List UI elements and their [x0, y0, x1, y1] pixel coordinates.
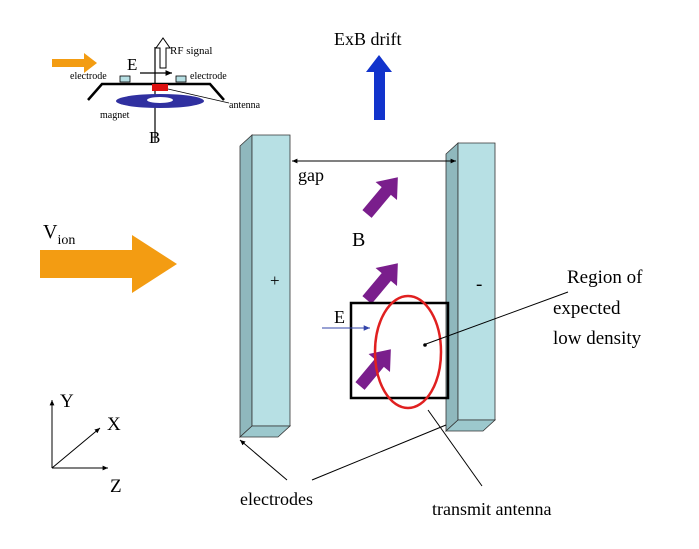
- electrode-left-bottom: [238, 425, 292, 438]
- electrodes-leader-left: [239, 439, 288, 481]
- b-arrow: [362, 177, 398, 218]
- inset-electrode-right: [175, 75, 187, 83]
- x-axis-label: X: [107, 414, 121, 435]
- inset-electrode-left-label: electrode: [70, 71, 107, 82]
- b-arrow: [355, 349, 391, 390]
- region-label-line-3: low density: [553, 328, 642, 349]
- z-axis-label: Z: [110, 476, 122, 497]
- inset-b-label: B: [149, 128, 160, 147]
- inset-antenna-chip: [152, 84, 168, 91]
- coordinate-axes: Y X Z: [49, 391, 122, 497]
- inset-rf-arrow: [155, 37, 171, 69]
- inset-rf-label: RF signal: [170, 45, 212, 57]
- inset-magnet-label: magnet: [100, 110, 130, 121]
- v-ion-label: Vion: [43, 221, 75, 248]
- electrode-left: [238, 134, 292, 438]
- inset-ion-arrow: [52, 53, 97, 73]
- region-leader: [425, 291, 569, 345]
- gap-label: gap: [298, 165, 324, 185]
- x-axis: [51, 427, 101, 469]
- electrode-right-bottom: [444, 419, 497, 432]
- region-label: Region of expected low density: [553, 267, 647, 349]
- region-label-line-2: expected: [553, 298, 621, 319]
- region-label-line-1: Region of: [567, 267, 643, 288]
- minus-sign: -: [476, 274, 482, 295]
- e-label: E: [334, 307, 345, 327]
- antenna-leader: [427, 409, 483, 487]
- inset-antenna-leader: [167, 88, 230, 104]
- drift-arrow: [366, 55, 392, 120]
- ion-velocity-arrow: [40, 235, 177, 293]
- inset-e-label: E: [127, 55, 137, 74]
- inset-antenna-label: antenna: [229, 100, 261, 111]
- b-field-arrows: [355, 177, 398, 390]
- b-label: B: [352, 229, 365, 251]
- inset-diagram: E RF signal electrode electrode antenna …: [52, 37, 261, 147]
- inset-electrode-left: [119, 75, 131, 83]
- electrode-left-side: [239, 134, 253, 438]
- antenna-label: transmit antenna: [432, 499, 551, 519]
- inset-electrode-right-label: electrode: [190, 71, 227, 82]
- plus-sign: +: [270, 271, 280, 290]
- inset-magnet-hole: [147, 97, 173, 103]
- v-ion-main: V: [43, 221, 58, 243]
- electrodes-label: electrodes: [240, 489, 313, 509]
- drift-label: ExB drift: [334, 29, 402, 49]
- electrode-right: [444, 142, 497, 432]
- low-density-region: [373, 294, 443, 410]
- transmit-antenna-box: [349, 301, 450, 400]
- v-ion-sub: ion: [57, 233, 75, 248]
- electrodes-leader-right: [311, 424, 447, 481]
- b-arrow: [362, 263, 398, 304]
- region-dot: [423, 343, 427, 347]
- y-axis-label: Y: [60, 391, 74, 412]
